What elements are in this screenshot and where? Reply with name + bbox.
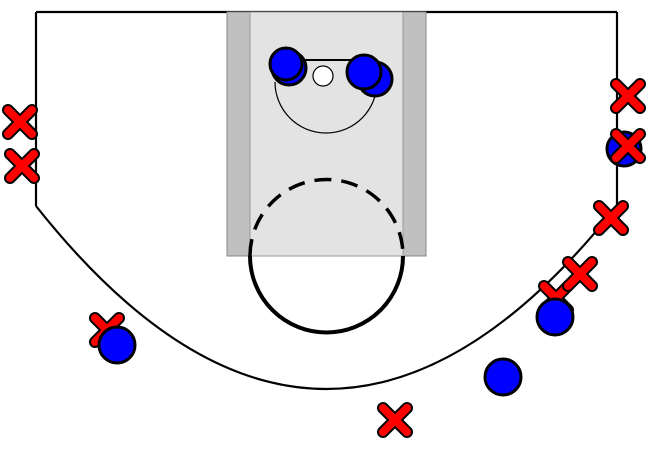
restricted-area-arc xyxy=(274,81,378,134)
red-x-icon xyxy=(610,128,646,164)
red-x-icon xyxy=(593,200,629,236)
free-throw-circle-solid xyxy=(248,255,405,335)
blue-circle-icon xyxy=(535,297,575,337)
free-throw-circle-dashed xyxy=(248,177,405,257)
red-x-icon xyxy=(562,256,598,292)
red-x-icon xyxy=(2,104,38,140)
blue-circle-icon xyxy=(97,325,137,365)
blue-circle-icon xyxy=(268,46,304,82)
lane-inner xyxy=(249,11,404,257)
red-x-icon xyxy=(610,78,646,114)
red-x-icon xyxy=(4,148,40,184)
basket-rim xyxy=(312,65,334,87)
three-point-arc xyxy=(35,205,618,390)
red-x-icon xyxy=(377,402,413,438)
blue-circle-icon xyxy=(483,357,523,397)
lane xyxy=(226,11,427,257)
blue-circle-icon xyxy=(345,53,383,91)
